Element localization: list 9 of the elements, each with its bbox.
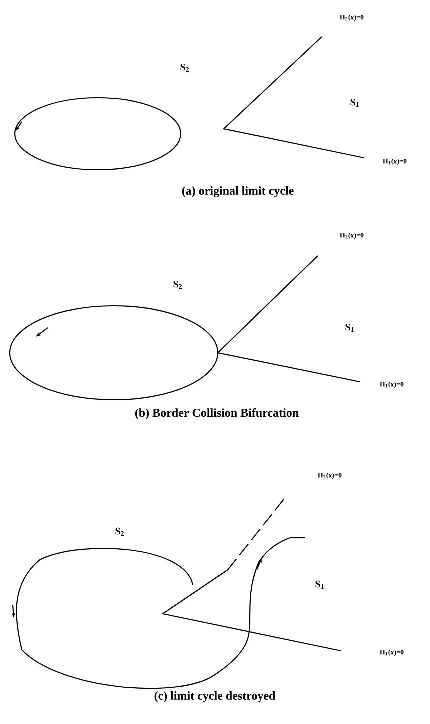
- region-label: S$_{2}$: [180, 64, 189, 72]
- panel-caption: (b) Border Collision Bifurcation: [135, 408, 299, 420]
- region-label: S$_{1}$: [346, 324, 354, 332]
- region-label: S$_{2}$: [174, 280, 182, 290]
- panel-caption: (c) limit cycle destroyed: [154, 692, 276, 702]
- region-label: S$_{1}$: [316, 580, 324, 590]
- panel-caption: (a) original limit cycle: [182, 186, 294, 198]
- region-label: S$_{1}$: [350, 98, 359, 108]
- region-label: S$_{2}$: [116, 528, 124, 536]
